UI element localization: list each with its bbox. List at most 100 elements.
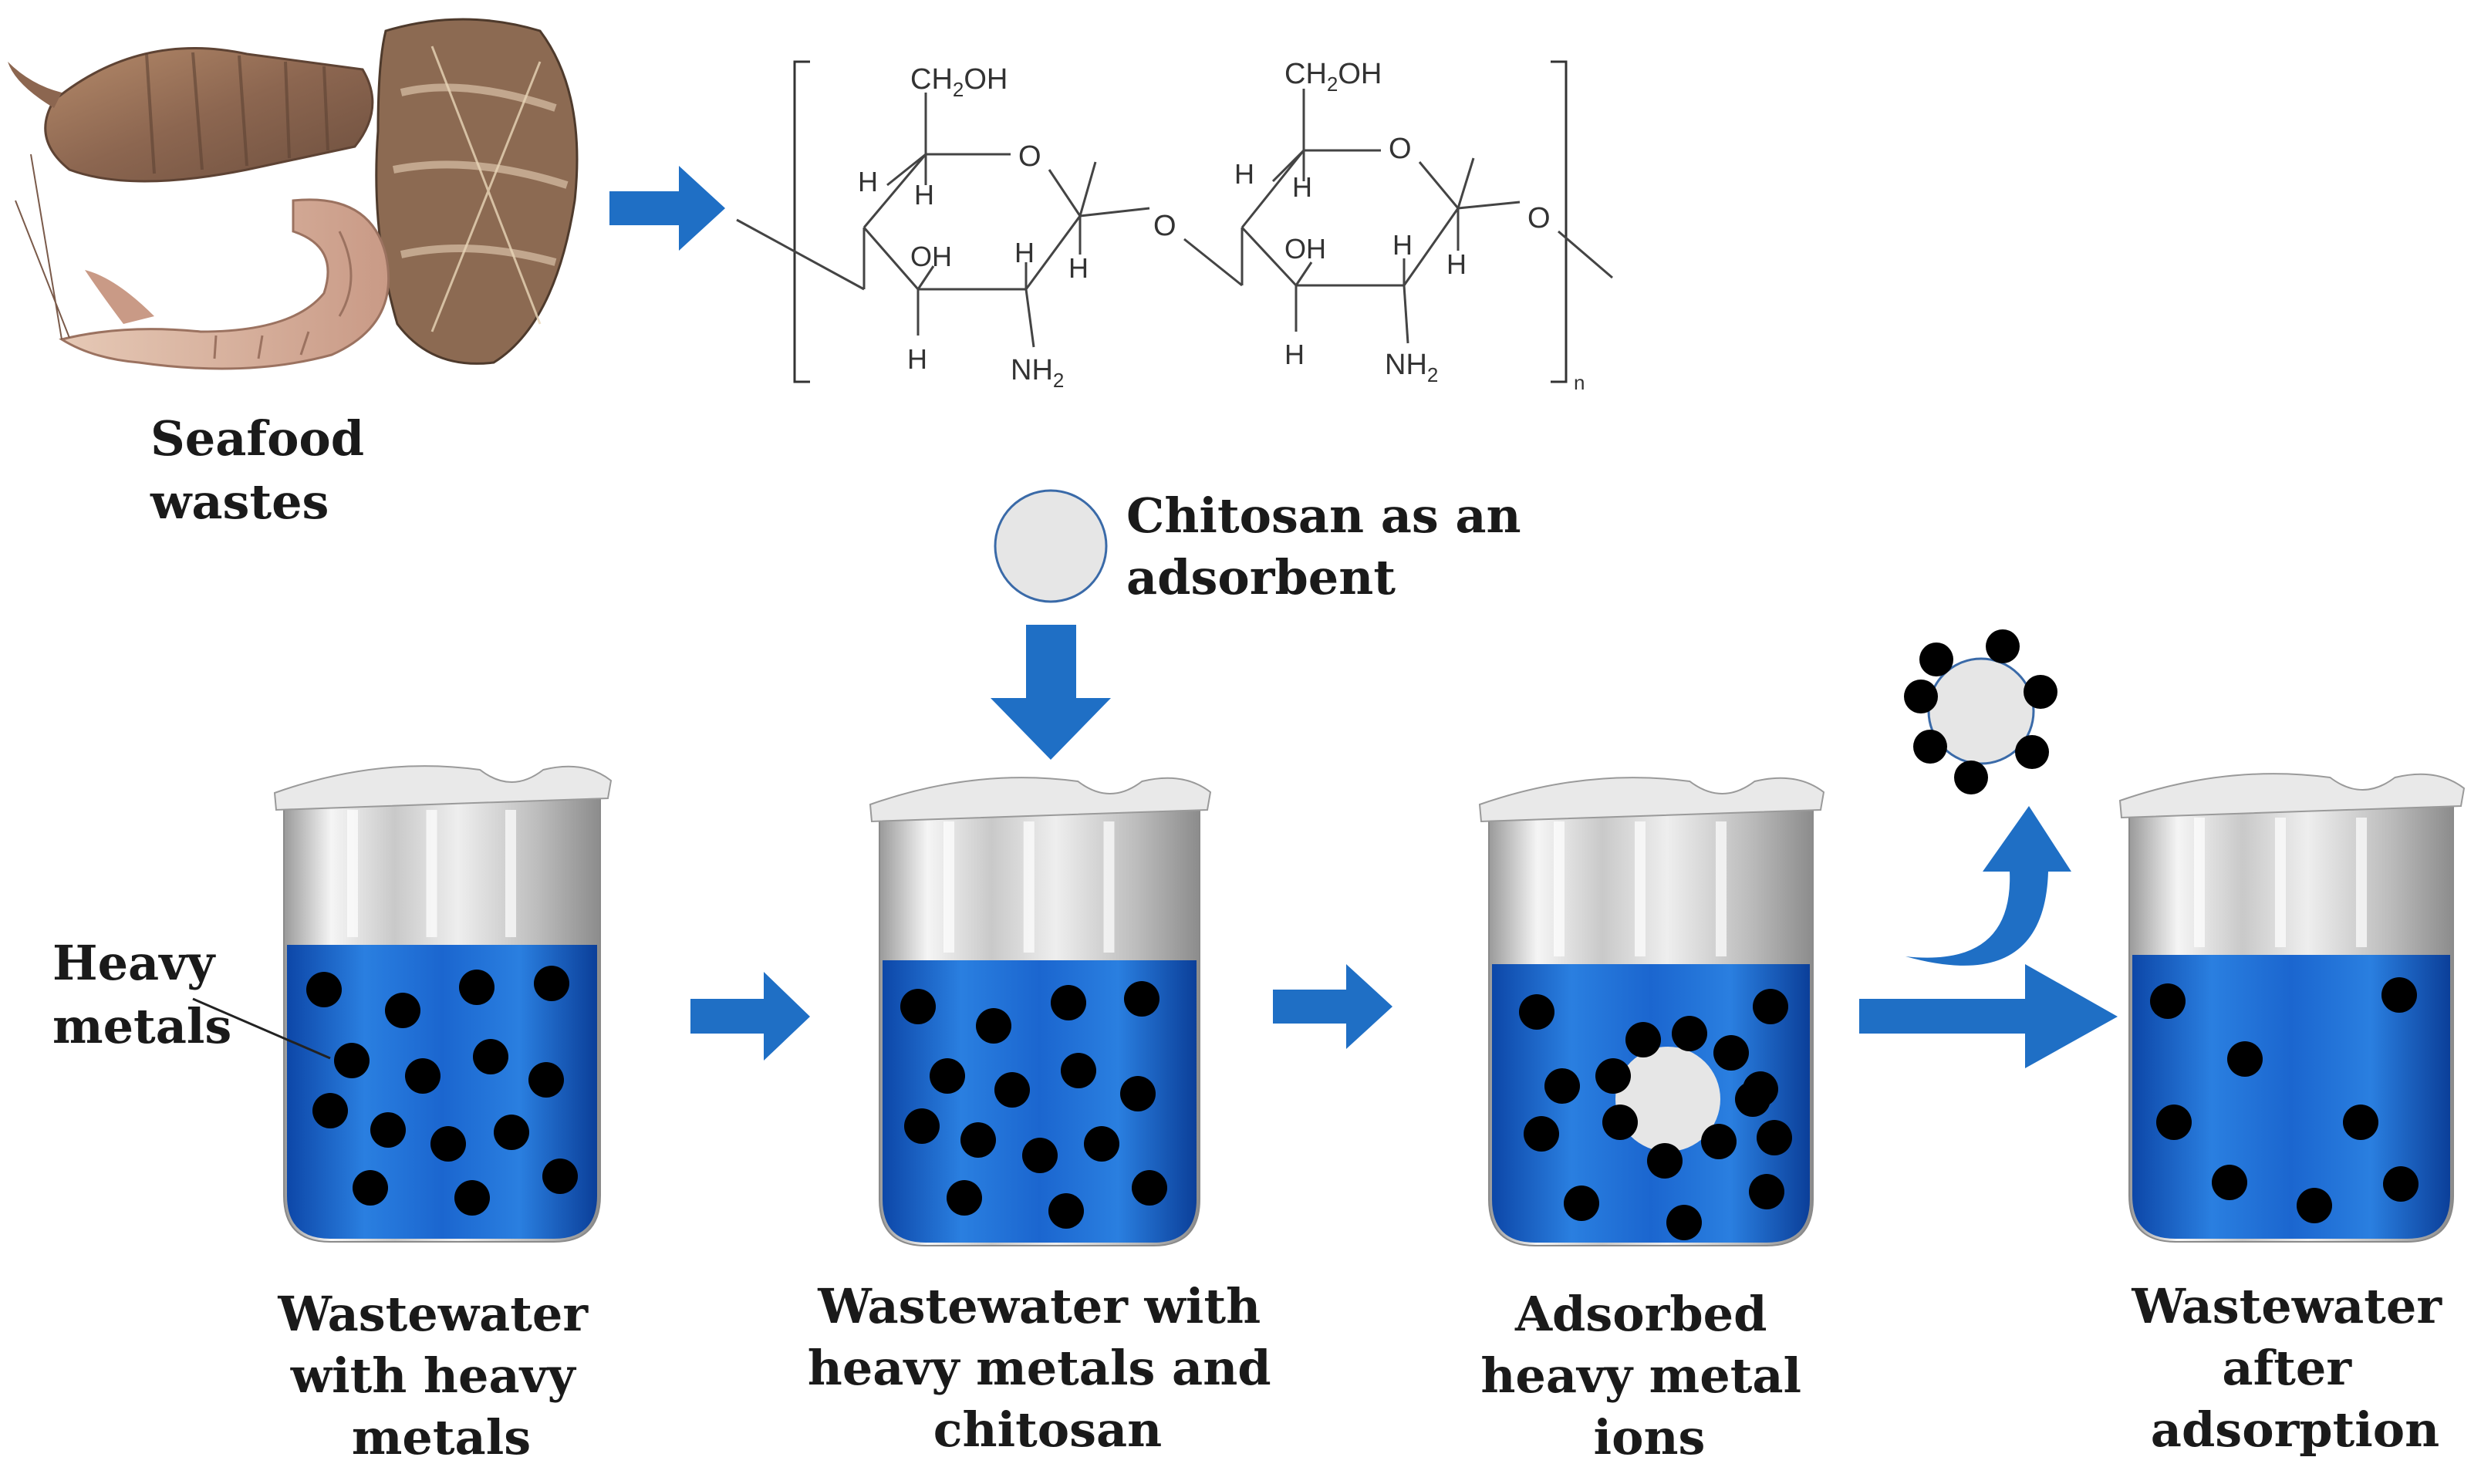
beaker-3-chitosan-particle bbox=[1615, 1047, 1720, 1152]
heavy-metal-ion bbox=[994, 1072, 1030, 1108]
seafood-waste-illustration bbox=[8, 18, 579, 370]
heavy-metal-ion bbox=[542, 1159, 578, 1194]
heavy-metal-ion bbox=[1647, 1143, 1683, 1179]
beaker-4-water bbox=[2132, 955, 2450, 1239]
heavy-metal-ion bbox=[1051, 985, 1086, 1020]
glycosidic-oxygen-1: O bbox=[1153, 210, 1176, 242]
beaker-1-rim bbox=[273, 765, 613, 811]
caption-beaker-1: Wastewater with heavy metals bbox=[277, 1286, 604, 1465]
saturated-chitosan-particle bbox=[1904, 629, 2057, 794]
beaker-3-highlight bbox=[1554, 821, 1565, 956]
ring-2-oh: OH bbox=[1284, 233, 1326, 265]
beaker-3-highlight bbox=[1635, 821, 1646, 956]
caption-beaker-2: Wastewater with heavy metals and chitosa… bbox=[808, 1278, 1288, 1458]
ring-1-h-b: H bbox=[914, 179, 934, 211]
beaker-1 bbox=[273, 765, 613, 1243]
ring-2-h-b: H bbox=[1292, 171, 1312, 203]
heavy-metal-ion bbox=[353, 1170, 388, 1206]
ring-1-h-a: H bbox=[858, 166, 878, 197]
heavy-metal-ion bbox=[1757, 1120, 1792, 1155]
beaker-4-rim bbox=[2118, 773, 2466, 819]
beaker-4-highlight bbox=[2356, 818, 2367, 947]
arrow-beaker1-to-beaker2 bbox=[690, 972, 810, 1061]
heavy-metal-ion bbox=[1132, 1170, 1167, 1206]
heavy-metal-ion bbox=[1524, 1116, 1559, 1152]
ring-2-nh2: NH2 bbox=[1385, 349, 1438, 386]
heavy-metal-ion bbox=[1666, 1205, 1702, 1240]
heavy-metal-ion bbox=[2381, 977, 2417, 1013]
heavy-metal-ion bbox=[947, 1180, 982, 1216]
ring-2-h-d: H bbox=[1446, 248, 1467, 280]
beaker-2 bbox=[869, 777, 1212, 1246]
beaker-4 bbox=[2118, 773, 2466, 1243]
heavy-metal-ion bbox=[528, 1062, 564, 1098]
beaker-1-highlight bbox=[347, 810, 358, 937]
heavy-metal-ion bbox=[534, 966, 569, 1001]
heavy-metal-ion bbox=[960, 1122, 996, 1158]
beaker-2-highlight bbox=[943, 821, 954, 953]
heavy-metal-ion bbox=[430, 1126, 466, 1162]
heavy-metals-label: Heavy metals bbox=[52, 935, 231, 1054]
heavy-metals-pointer bbox=[192, 997, 331, 1060]
heavy-metal-ion bbox=[1625, 1022, 1661, 1057]
heavy-metal-ion bbox=[1672, 1016, 1707, 1051]
heavy-metal-ion bbox=[1564, 1186, 1599, 1221]
heavy-metal-ion bbox=[1713, 1035, 1749, 1071]
heavy-metal-ion bbox=[459, 970, 495, 1005]
beaker-1-water bbox=[287, 945, 597, 1239]
ring-1-oh: OH bbox=[910, 241, 952, 272]
beaker-4-highlight bbox=[2194, 818, 2205, 947]
ring-2-h-a: H bbox=[1234, 158, 1254, 190]
beaker-1-highlight bbox=[505, 810, 516, 937]
arrow-beaker3-to-beaker4 bbox=[1859, 964, 2118, 1068]
ring-1-ch2oh: CH2OH bbox=[910, 63, 1008, 101]
heavy-metal-ion bbox=[306, 972, 342, 1007]
ring-1-h-d: H bbox=[1068, 252, 1089, 284]
heavy-metal-ion bbox=[312, 1093, 348, 1128]
ring-2-h-e: H bbox=[1284, 339, 1305, 370]
chitosan-structure: CH2OH O H H OH H H H NH2 O CH2OH O H H O… bbox=[736, 58, 1613, 394]
heavy-metal-ion bbox=[1519, 994, 1554, 1030]
ring-1-h-c: H bbox=[1014, 237, 1035, 268]
arrow-to-structure bbox=[609, 166, 725, 251]
beaker-4-highlight bbox=[2275, 818, 2286, 947]
beaker-2-rim bbox=[869, 777, 1212, 823]
heavy-metal-ion bbox=[1701, 1124, 1737, 1159]
ring-2-bonds bbox=[1240, 89, 1613, 344]
heavy-metal-ion bbox=[473, 1039, 508, 1074]
caption-beaker-3: Adsorbed heavy metal ions bbox=[1480, 1286, 1818, 1465]
heavy-metal-ion bbox=[2212, 1165, 2247, 1200]
beaker-2-highlight bbox=[1023, 821, 1035, 953]
heavy-metal-ion bbox=[2227, 1041, 2263, 1077]
right-bracket bbox=[1551, 60, 1568, 383]
beaker-2-water bbox=[883, 960, 1197, 1243]
arrow-remove-adsorbent bbox=[1905, 806, 2071, 966]
heavy-metal-ion bbox=[1749, 1174, 1784, 1209]
heavy-metal-ion bbox=[1022, 1138, 1058, 1173]
heavy-metal-ion bbox=[494, 1115, 529, 1150]
heavy-metal-ion bbox=[904, 1108, 940, 1144]
chitosan-adsorbent-label: Chitosan as an adsorbent bbox=[1126, 487, 1538, 605]
heavy-metal-ion bbox=[930, 1058, 965, 1094]
left-bracket bbox=[793, 60, 810, 383]
heavy-metal-ion bbox=[385, 993, 420, 1028]
heavy-metal-ion bbox=[1048, 1193, 1084, 1229]
heavy-metal-ion bbox=[405, 1058, 441, 1094]
heavy-metal-ion bbox=[454, 1180, 490, 1216]
seafood-wastes-label: Seafood wastes bbox=[150, 410, 381, 530]
ring-1-h-e: H bbox=[907, 343, 927, 375]
arrow-beaker2-to-beaker3 bbox=[1273, 964, 1392, 1049]
heavy-metal-ion bbox=[334, 1043, 370, 1078]
arrow-add-chitosan bbox=[991, 625, 1111, 760]
heavy-metal-ion bbox=[1124, 981, 1159, 1017]
chitosan-adsorbent-particle bbox=[994, 489, 1108, 603]
repeat-unit-n: n bbox=[1574, 371, 1585, 394]
beakers bbox=[273, 765, 2466, 1246]
ring-1-bonds bbox=[736, 93, 1243, 348]
heavy-metal-ion bbox=[2343, 1105, 2378, 1140]
caption-beaker-4: Wastewater after adsorption bbox=[2131, 1278, 2458, 1458]
heavy-metal-ion bbox=[1595, 1058, 1631, 1094]
heavy-metal-ion bbox=[900, 989, 936, 1024]
